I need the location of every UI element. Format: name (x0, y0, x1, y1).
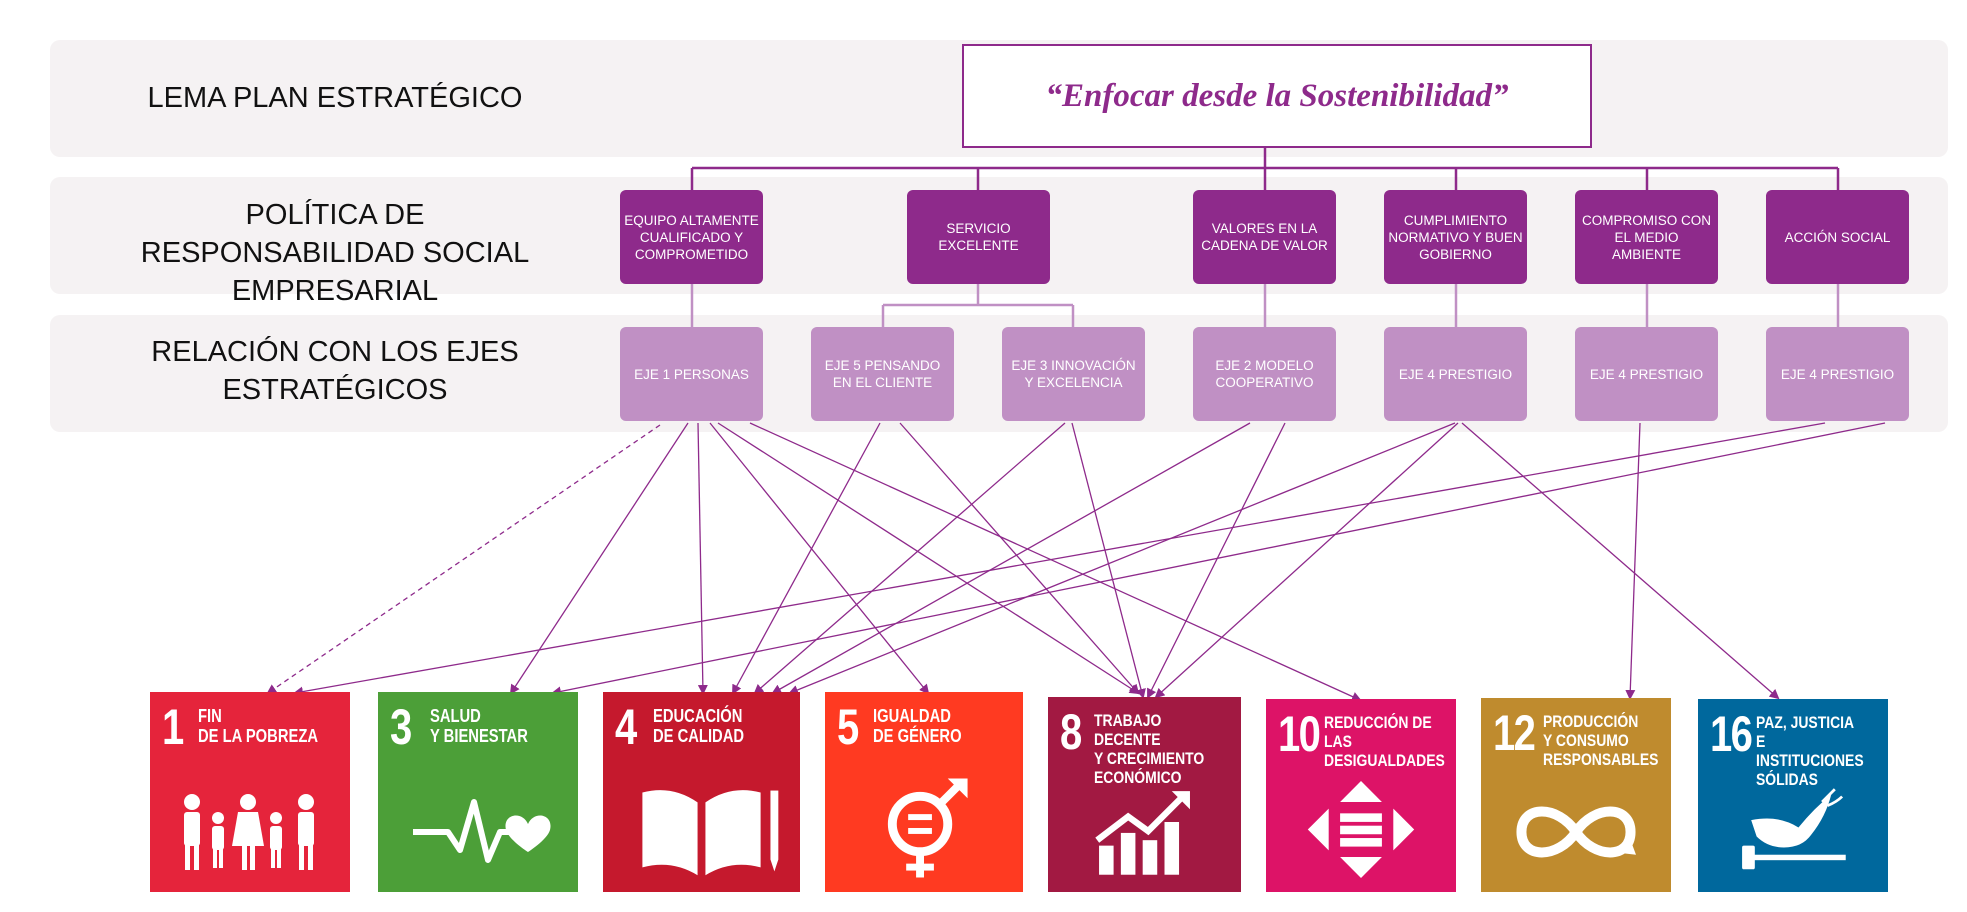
sdg-8-tile: 8 TRABAJO DECENTE Y CRECIMIENTO ECONÓMIC… (1048, 697, 1241, 892)
sdg-title: PRODUCCIÓN Y CONSUMO RESPONSABLES (1543, 712, 1659, 769)
sdg-title: TRABAJO DECENTE Y CRECIMIENTO ECONÓMICO (1094, 711, 1205, 787)
sdg-title: IGUALDAD DE GÉNERO (873, 706, 962, 746)
sdg-number: 1 (162, 699, 184, 755)
eje-5-cliente: EJE 5 PENSANDO EN EL CLIENTE (811, 327, 954, 421)
sdg-16-tile: 16 PAZ, JUSTICIA E INSTITUCIONES SÓLIDAS (1698, 699, 1888, 892)
sdg-title: REDUCCIÓN DE LAS DESIGUALDADES (1324, 713, 1445, 770)
gender-equality-icon (887, 778, 968, 878)
sdg-title: PAZ, JUSTICIA E INSTITUCIONES SÓLIDAS (1756, 713, 1864, 789)
sdg-title: EDUCACIÓN DE CALIDAD (653, 706, 745, 746)
sdg-title: SALUD Y BIENESTAR (430, 706, 528, 746)
tree-politica-ejes (690, 284, 1840, 327)
sdg-number: 3 (390, 699, 412, 755)
sdg-3-tile: 3 SALUD Y BIENESTAR (378, 692, 578, 892)
politica-valores: VALORES EN LA CADENA DE VALOR (1193, 190, 1336, 284)
lema-text: “Enfocar desde la Sostenibilidad” (1045, 77, 1509, 114)
sdg-number: 8 (1060, 704, 1082, 760)
equality-arrows-icon (1307, 781, 1415, 878)
politica-equipo: EQUIPO ALTAMENTE CUALIFICADO Y COMPROMET… (620, 190, 763, 284)
label-lema: LEMA PLAN ESTRATÉGICO (147, 82, 523, 114)
dove-gavel-icon (1742, 788, 1846, 870)
sdg-5-tile: 5 IGUALDAD DE GÉNERO (825, 692, 1023, 892)
sdg-12-tile: 12 PRODUCCIÓN Y CONSUMO RESPONSABLES (1481, 698, 1671, 892)
sdg-10-tile: 10 REDUCCIÓN DE LAS DESIGUALDADES (1266, 699, 1456, 892)
eje-1-personas: EJE 1 PERSONAS (620, 327, 763, 421)
infinity-icon (1516, 806, 1636, 858)
eje-4-prestigio-a: EJE 4 PRESTIGIO (1384, 327, 1527, 421)
politica-servicio: SERVICIO EXCELENTE (907, 190, 1050, 284)
eje-2-modelo-cooperativo: EJE 2 MODELO COOPERATIVO (1193, 327, 1336, 421)
sdg-number: 12 (1493, 705, 1536, 761)
label-politica: POLÍTICA DE RESPONSABILIDAD SOCIAL EMPRE… (140, 199, 530, 307)
label-relacion: RELACIÓN CON LOS EJES ESTRATÉGICOS (151, 336, 519, 406)
politica-medio-ambiente: COMPROMISO CON EL MEDIO AMBIENTE (1575, 190, 1718, 284)
sdg-number: 10 (1278, 706, 1321, 762)
politica-cumplimiento: CUMPLIMIENTO NORMATIVO Y BUEN GOBIERNO (1384, 190, 1527, 284)
sdg-number: 16 (1710, 706, 1753, 762)
family-icon (184, 794, 314, 870)
arrows-ejes-sdgs (266, 422, 1886, 702)
eje-4-prestigio-c: EJE 4 PRESTIGIO (1766, 327, 1909, 421)
sdg-4-tile: 4 EDUCACIÓN DE CALIDAD (603, 692, 800, 892)
eje-4-prestigio-b: EJE 4 PRESTIGIO (1575, 327, 1718, 421)
heartbeat-icon (413, 799, 551, 863)
sdg-number: 5 (837, 699, 859, 755)
sdg-number: 4 (615, 699, 637, 755)
lema-box: “Enfocar desde la Sostenibilidad” (962, 44, 1592, 148)
tree-lema-politica (690, 148, 1840, 190)
book-icon (642, 790, 779, 876)
eje-3-innovacion: EJE 3 INNOVACIÓN Y EXCELENCIA (1002, 327, 1145, 421)
politica-accion-social: ACCIÓN SOCIAL (1766, 190, 1909, 284)
growth-chart-icon (1095, 791, 1190, 875)
sdg-1-tile: 1 FIN DE LA POBREZA (150, 692, 350, 892)
sdg-title: FIN DE LA POBREZA (198, 706, 319, 746)
